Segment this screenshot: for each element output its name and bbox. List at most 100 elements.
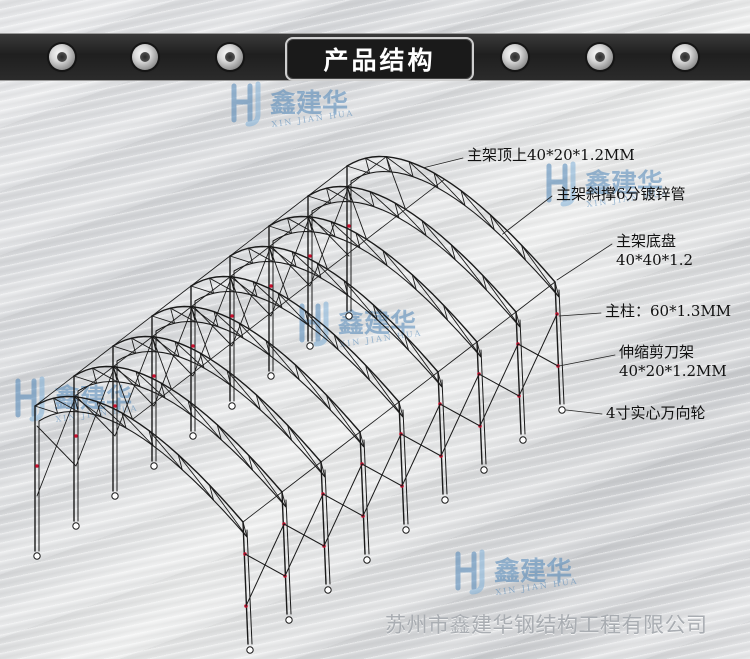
truss-web bbox=[372, 304, 410, 351]
truss-web bbox=[369, 191, 400, 219]
arch-bottom-chord bbox=[350, 170, 560, 298]
truss-web bbox=[330, 221, 361, 249]
jh-logo-icon bbox=[29, 376, 45, 422]
jh-logo-icon bbox=[546, 163, 568, 203]
truss-web bbox=[521, 244, 527, 261]
ridge-purlin bbox=[307, 165, 348, 197]
main-post bbox=[515, 311, 522, 435]
ridge-purlin bbox=[132, 388, 172, 420]
main-post-inner bbox=[402, 409, 409, 525]
truss-web bbox=[333, 334, 371, 381]
ridge-purlin bbox=[288, 268, 328, 300]
footer-company-name: 苏州市鑫建华钢结构工程有限公司 bbox=[385, 613, 708, 637]
truss-web bbox=[394, 202, 427, 237]
callout-leader-line bbox=[556, 243, 613, 281]
truss-web bbox=[433, 172, 466, 207]
wheel bbox=[246, 646, 254, 654]
bolt-icon bbox=[672, 44, 698, 70]
truss-web bbox=[365, 157, 391, 173]
callout-main-post-line: 主柱：60*1.3MM bbox=[605, 302, 732, 320]
truss-web bbox=[92, 367, 98, 384]
main-post bbox=[281, 491, 288, 615]
truss-web bbox=[304, 310, 339, 351]
wheel bbox=[441, 496, 449, 504]
truss-web bbox=[291, 251, 322, 279]
ridge-purlin bbox=[437, 341, 478, 373]
truss-web bbox=[316, 262, 349, 297]
main-post-inner bbox=[519, 319, 526, 435]
truss-web bbox=[199, 352, 232, 387]
bolt-icon bbox=[132, 44, 158, 70]
joint-dot bbox=[191, 344, 195, 348]
truss-web bbox=[148, 430, 183, 471]
truss-web bbox=[96, 401, 102, 418]
truss-web bbox=[326, 394, 332, 411]
joint-dot bbox=[347, 224, 351, 228]
arch-top-chord bbox=[151, 305, 361, 433]
truss-web bbox=[170, 307, 196, 323]
joint-dot bbox=[308, 254, 312, 258]
truss-web bbox=[92, 367, 118, 383]
roof-diagonal-brace bbox=[190, 306, 212, 360]
wheel bbox=[189, 432, 197, 440]
main-post-inner bbox=[480, 349, 487, 465]
ridge-purlin bbox=[229, 246, 270, 278]
arch-frame bbox=[306, 185, 527, 444]
scissor-arm bbox=[114, 365, 155, 407]
truss-web bbox=[355, 232, 361, 249]
truss-web bbox=[294, 364, 300, 381]
arch-top-chord bbox=[112, 335, 322, 463]
joint-dot bbox=[230, 314, 234, 318]
scissor-arm bbox=[270, 245, 311, 287]
ridge-purlin bbox=[190, 276, 231, 308]
joint-dot bbox=[269, 284, 273, 288]
truss-web bbox=[365, 157, 371, 174]
wheel bbox=[285, 616, 293, 624]
truss-web bbox=[238, 322, 271, 357]
truss-web bbox=[131, 337, 157, 353]
arch-frame bbox=[111, 335, 332, 594]
bolt-icon bbox=[587, 44, 613, 70]
callout-base-line-1: 主架底盘 bbox=[616, 232, 677, 250]
ridge-purlin bbox=[242, 491, 283, 523]
ridge-purlin bbox=[405, 178, 445, 210]
truss-web bbox=[177, 454, 215, 501]
truss-web bbox=[34, 405, 59, 414]
ridge-purlin bbox=[190, 255, 231, 287]
watermark-text: 鑫建华 bbox=[54, 383, 132, 414]
ridge-purlin bbox=[346, 156, 387, 188]
scissor-arm bbox=[244, 553, 286, 577]
arch-bottom-chord bbox=[116, 350, 326, 478]
truss-web bbox=[287, 217, 293, 234]
ridge-purlin bbox=[210, 328, 250, 360]
scissor-arm bbox=[517, 343, 559, 367]
ridge-purlin bbox=[515, 281, 556, 313]
jh-logo-icon bbox=[560, 161, 576, 207]
truss-web bbox=[213, 311, 219, 328]
truss-web bbox=[287, 217, 313, 233]
truss-web bbox=[385, 156, 414, 178]
callout-scissor-line-1: 伸缩剪刀架 bbox=[619, 343, 695, 361]
watermark-text: 鑫建华 bbox=[585, 168, 663, 199]
callout-wheel: 4寸实心万向轮 bbox=[606, 404, 706, 423]
truss-web bbox=[291, 251, 297, 268]
truss-web bbox=[209, 484, 248, 538]
main-post-inner bbox=[558, 289, 565, 405]
wheel bbox=[111, 492, 119, 500]
main-post bbox=[320, 461, 327, 585]
truss-web bbox=[521, 244, 560, 298]
truss-web bbox=[53, 397, 79, 413]
truss-web bbox=[209, 277, 215, 294]
truss-web bbox=[404, 334, 410, 351]
scissor-arm bbox=[478, 373, 520, 397]
truss-web bbox=[326, 394, 365, 448]
scissor-arm bbox=[361, 463, 403, 487]
roof-diagonal-brace bbox=[229, 276, 251, 330]
jh-logo-icon bbox=[313, 301, 329, 347]
main-post bbox=[554, 281, 561, 405]
ridge-purlin bbox=[307, 186, 348, 218]
ridge-purlin bbox=[398, 371, 439, 403]
watermark-text: 鑫建华 bbox=[270, 88, 348, 119]
arch-bottom-chord bbox=[155, 320, 365, 448]
